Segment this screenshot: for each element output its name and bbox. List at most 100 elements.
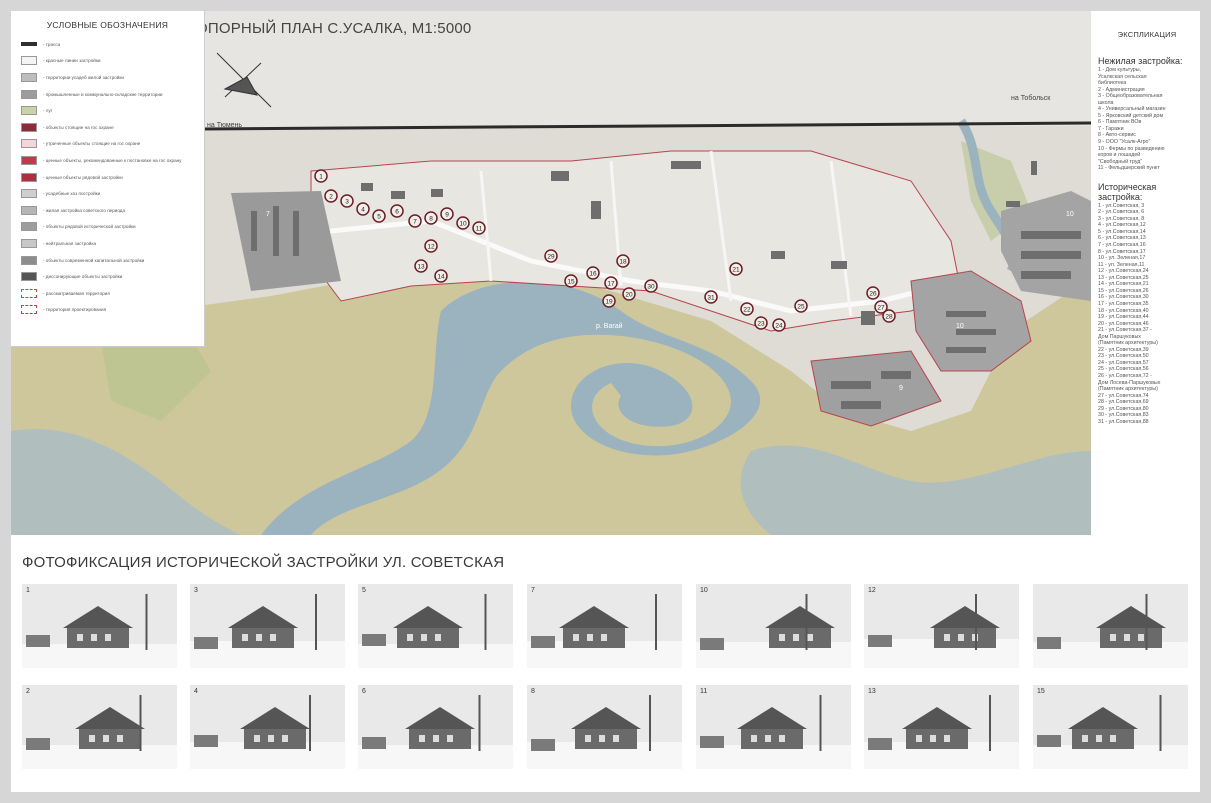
- legend-swatch: [21, 189, 37, 199]
- explication-item: 18 - ул.Советская,40: [1098, 307, 1149, 314]
- photo-image: [190, 685, 345, 769]
- explication-item: 11 - Фельдшерский пункт: [1098, 165, 1160, 172]
- photo-image: [22, 584, 177, 668]
- explication-item: Дом Паршуковых: [1098, 333, 1141, 340]
- building-marker: 28: [882, 309, 896, 323]
- garage-zone: [231, 191, 341, 291]
- house-photo[interactable]: 11: [696, 685, 851, 769]
- photo-section-title: ФОТОФИКСАЦИЯ ИСТОРИЧЕСКОЙ ЗАСТРОЙКИ УЛ. …: [22, 554, 505, 571]
- explication-item: 22 - ул.Советская,39: [1098, 346, 1149, 353]
- flood-water: [11, 429, 241, 535]
- legend-swatch: [21, 155, 37, 165]
- explication-item: 4 - ул.Советская,12: [1098, 222, 1146, 229]
- legend-label: - жилая застройка советского периода: [43, 207, 126, 213]
- explication-item: 5 - Ярковский детский дом: [1098, 112, 1164, 119]
- north-arrow: [216, 52, 272, 108]
- photo-number: 10: [700, 587, 708, 594]
- legend-label: - нейтральная застройка: [43, 240, 97, 246]
- photo-number: 8: [531, 688, 535, 695]
- marker-label: 30: [647, 284, 655, 291]
- marker-label: 19: [605, 299, 613, 306]
- explication-item: 20 - ул.Советская,46: [1098, 320, 1149, 327]
- legend-swatch: [21, 172, 37, 182]
- house-photo[interactable]: 13: [864, 685, 1019, 769]
- explication-item: 16 - ул.Советская,30: [1098, 294, 1149, 301]
- farm-zone: [910, 270, 1032, 372]
- photo-image: [1033, 685, 1188, 769]
- marker-label: 16: [589, 271, 597, 278]
- explication-item: 30 - ул.Советская,83: [1098, 412, 1149, 419]
- building-marker: 3: [340, 194, 354, 208]
- marker-label: 3: [345, 199, 349, 206]
- building-marker: 16: [586, 266, 600, 280]
- photo-image: [358, 584, 513, 668]
- photo-image: [696, 584, 851, 668]
- photo-image: [864, 584, 1019, 668]
- marker-label: 4: [361, 207, 365, 214]
- marker-label: 12: [427, 244, 435, 251]
- legend-label: - красные линии застройки: [43, 58, 101, 64]
- explication-item: 6 - Памятник ВОв: [1098, 119, 1142, 126]
- house-photo[interactable]: 1: [22, 584, 177, 668]
- sovetskaya-street: [310, 218, 962, 314]
- building-marker: 18: [616, 254, 630, 268]
- building-marker: 6: [390, 204, 404, 218]
- explication-item: 7 - ул.Советская,16: [1098, 242, 1146, 249]
- house-photo[interactable]: 15: [1033, 685, 1188, 769]
- legend-item: - ценные объекты рядовой застройки: [21, 169, 204, 186]
- legend-label: - объекты современной капитальной застро…: [43, 257, 145, 263]
- building-marker: 11: [472, 221, 486, 235]
- house-photo[interactable]: [1033, 584, 1188, 668]
- historical-heading: Историческая застройка:: [1098, 181, 1157, 202]
- explication-item: 12 - ул.Советская,24: [1098, 268, 1149, 275]
- building-marker: 7: [408, 214, 422, 228]
- explication-item: 8 - Авто-сервис: [1098, 132, 1136, 139]
- house-photo[interactable]: 12: [864, 584, 1019, 668]
- photo-image: [22, 685, 177, 769]
- explication-item: 7 - Гаражи: [1098, 125, 1124, 132]
- explication-item: школа: [1098, 99, 1114, 106]
- explication-item: 14 - ул.Советская,21: [1098, 281, 1149, 288]
- building-marker: 9: [440, 207, 454, 221]
- explication-item: 29 - ул.Советская,80: [1098, 405, 1149, 412]
- marker-label: 5: [377, 214, 381, 221]
- legend-swatch: [21, 139, 37, 149]
- legend-item: - территории усадеб жилой застройки: [21, 69, 204, 86]
- building-marker: 1: [314, 169, 328, 183]
- building-marker: 14: [434, 269, 448, 283]
- house-photo[interactable]: 3: [190, 584, 345, 668]
- house-photo[interactable]: 5: [358, 584, 513, 668]
- photo-image: [527, 584, 682, 668]
- house-photo[interactable]: 6: [358, 685, 513, 769]
- house-photo[interactable]: 7: [527, 584, 682, 668]
- house-photo[interactable]: 2: [22, 685, 177, 769]
- legend-panel: УСЛОВНЫЕ ОБОЗНАЧЕНИЯ - трасса- красные л…: [11, 11, 205, 347]
- legend-item: - нейтральная застройка: [21, 235, 204, 252]
- photo-image: [1033, 584, 1188, 668]
- legend-swatch: [21, 255, 37, 265]
- explication-item: Дом Лосева-Паршуковых: [1098, 379, 1161, 386]
- explication-item: 19 - ул.Советская,44: [1098, 314, 1149, 321]
- marker-label: 27: [877, 305, 885, 312]
- explication-item: 1 - ул.Советская, 3: [1098, 202, 1145, 209]
- legend-item: - промышленные и коммунально-складские т…: [21, 86, 204, 103]
- legend-swatch: [21, 122, 37, 132]
- explication-item: (Памятник архитектуры): [1098, 340, 1158, 347]
- house-photo[interactable]: 4: [190, 685, 345, 769]
- building-marker: 21: [729, 262, 743, 276]
- building-marker: 5: [372, 209, 386, 223]
- explication-item: 8 - ул.Советская,17: [1098, 248, 1146, 255]
- building-marker: 26: [866, 286, 880, 300]
- house-photo[interactable]: 8: [527, 685, 682, 769]
- legend-item: - рассматриваемая территория: [21, 285, 204, 302]
- photo-number: 15: [1037, 688, 1045, 695]
- legend-label: - луг: [43, 108, 53, 114]
- explication-panel: ЭКСПЛИКАЦИЯ Нежилая застройка: 1 - Дом к…: [1095, 11, 1199, 535]
- flood-water: [740, 445, 1091, 535]
- house-photo[interactable]: 10: [696, 584, 851, 668]
- explication-item: 13 - ул.Советская,25: [1098, 274, 1149, 281]
- explication-item: 27 - ул.Советская,74: [1098, 392, 1149, 399]
- photo-number: 12: [868, 587, 876, 594]
- explication-item: 4 - Универсальный магазин: [1098, 106, 1166, 113]
